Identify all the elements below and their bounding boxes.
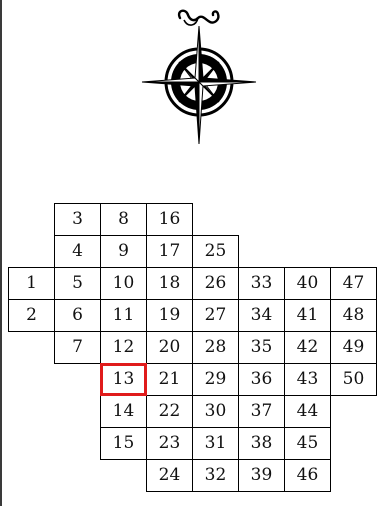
map-sheet-cell-23[interactable]: 23 xyxy=(146,427,193,460)
map-sheet-cell-5[interactable]: 5 xyxy=(54,267,101,300)
map-sheet-cell-34[interactable]: 34 xyxy=(238,299,285,332)
map-sheet-cell-42[interactable]: 42 xyxy=(284,331,331,364)
map-sheet-cell-21[interactable]: 21 xyxy=(146,363,193,396)
map-sheet-cell-18[interactable]: 18 xyxy=(146,267,193,300)
map-sheet-cell-29[interactable]: 29 xyxy=(192,363,239,396)
map-sheet-cell-15[interactable]: 15 xyxy=(100,427,147,460)
map-sheet-cell-38[interactable]: 38 xyxy=(238,427,285,460)
map-sheet-cell-33[interactable]: 33 xyxy=(238,267,285,300)
map-sheet-cell-8[interactable]: 8 xyxy=(100,203,147,236)
map-sheet-cell-2[interactable]: 2 xyxy=(8,299,55,332)
map-sheet-cell-46[interactable]: 46 xyxy=(284,459,331,492)
map-sheet-cell-37[interactable]: 37 xyxy=(238,395,285,428)
map-sheet-cell-45[interactable]: 45 xyxy=(284,427,331,460)
map-sheet-cell-10[interactable]: 10 xyxy=(100,267,147,300)
map-sheet-cell-32[interactable]: 32 xyxy=(192,459,239,492)
map-sheet-cell-39[interactable]: 39 xyxy=(238,459,285,492)
map-sheet-cell-35[interactable]: 35 xyxy=(238,331,285,364)
map-sheet-cell-17[interactable]: 17 xyxy=(146,235,193,268)
map-sheet-cell-24[interactable]: 24 xyxy=(146,459,193,492)
map-sheet-cell-43[interactable]: 43 xyxy=(284,363,331,396)
map-sheet-cell-20[interactable]: 20 xyxy=(146,331,193,364)
map-sheet-cell-40[interactable]: 40 xyxy=(284,267,331,300)
map-sheet-cell-6[interactable]: 6 xyxy=(54,299,101,332)
map-sheet-cell-11[interactable]: 11 xyxy=(100,299,147,332)
map-sheet-cell-1[interactable]: 1 xyxy=(8,267,55,300)
map-sheet-cell-9[interactable]: 9 xyxy=(100,235,147,268)
map-sheet-cell-12[interactable]: 12 xyxy=(100,331,147,364)
map-sheet-cell-7[interactable]: 7 xyxy=(54,331,101,364)
map-sheet-cell-3[interactable]: 3 xyxy=(54,203,101,236)
map-sheet-cell-27[interactable]: 27 xyxy=(192,299,239,332)
map-sheet-cell-47[interactable]: 47 xyxy=(330,267,377,300)
map-sheet-cell-41[interactable]: 41 xyxy=(284,299,331,332)
map-sheet-cell-50[interactable]: 50 xyxy=(330,363,377,396)
map-sheet-cell-49[interactable]: 49 xyxy=(330,331,377,364)
map-sheet-cell-30[interactable]: 30 xyxy=(192,395,239,428)
map-sheet-cell-44[interactable]: 44 xyxy=(284,395,331,428)
map-sheet-cell-4[interactable]: 4 xyxy=(54,235,101,268)
map-sheet-cell-25[interactable]: 25 xyxy=(192,235,239,268)
map-sheet-cell-14[interactable]: 14 xyxy=(100,395,147,428)
map-sheet-cell-26[interactable]: 26 xyxy=(192,267,239,300)
map-sheet-cell-36[interactable]: 36 xyxy=(238,363,285,396)
map-sheet-cell-28[interactable]: 28 xyxy=(192,331,239,364)
map-sheet-cell-48[interactable]: 48 xyxy=(330,299,377,332)
map-sheet-cell-16[interactable]: 16 xyxy=(146,203,193,236)
map-sheet-cell-19[interactable]: 19 xyxy=(146,299,193,332)
map-sheet-cell-31[interactable]: 31 xyxy=(192,427,239,460)
map-sheet-cell-22[interactable]: 22 xyxy=(146,395,193,428)
map-sheet-cell-13[interactable]: 13 xyxy=(100,363,147,396)
